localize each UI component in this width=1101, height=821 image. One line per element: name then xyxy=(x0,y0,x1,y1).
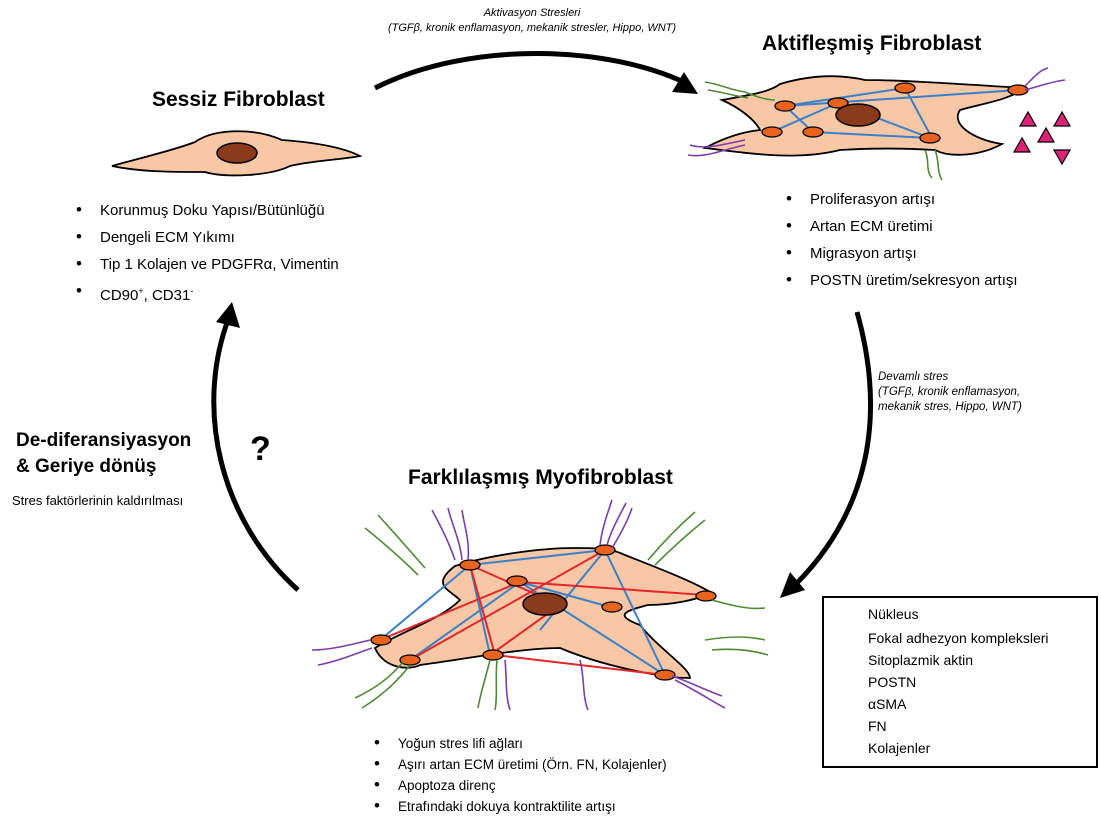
legend-label: Kolajenler xyxy=(868,740,930,756)
reversion-title: & Geriye dönüş xyxy=(16,456,156,478)
list-item: Apoptoza direnç xyxy=(370,775,667,796)
legend-label: FN xyxy=(868,718,887,734)
postn-triangles xyxy=(1014,112,1070,164)
sustained-stress-title: Devamlı stres xyxy=(878,370,948,384)
activated-fibroblast-title: Aktifleşmiş Fibroblast xyxy=(762,32,981,56)
sustained-stress-line2: mekanik stres, Hippo, WNT) xyxy=(878,400,1022,414)
legend-label: Fokal adhezyon kompleksleri xyxy=(868,630,1049,646)
myofibroblast-cell xyxy=(312,500,768,710)
legend: Nükleus Fokal adhezyon kompleksleri Sito… xyxy=(822,596,1098,768)
quiescent-features-list: Korunmuş Doku Yapısı/Bütünlüğü Dengeli E… xyxy=(72,197,339,309)
list-item: Tip 1 Kolajen ve PDGFRα, Vimentin xyxy=(72,251,339,278)
list-item: Dengeli ECM Yıkımı xyxy=(72,224,339,251)
list-item: Yoğun stres lifi ağları xyxy=(370,733,667,754)
list-item: Migrasyon artışı xyxy=(782,240,1018,267)
stress-removal-note: Stres faktörlerinin kaldırılması xyxy=(12,493,183,508)
cd31-superscript: - xyxy=(190,286,193,296)
list-item-markers: CD90+, CD31- xyxy=(72,278,339,309)
quiescent-fibroblast-title: Sessiz Fibroblast xyxy=(152,88,325,112)
myofibroblast-title: Farklılaşmış Myofibroblast xyxy=(408,466,673,490)
legend-label: Sitoplazmik aktin xyxy=(868,652,973,668)
activated-fibroblast-cell xyxy=(688,68,1070,180)
list-item: Korunmuş Doku Yapısı/Bütünlüğü xyxy=(72,197,339,224)
dedifferentiation-title: De-diferansiyasyon xyxy=(16,430,191,452)
activation-arrow xyxy=(375,53,698,94)
activation-stress-factors: (TGFβ, kronik enflamasyon, mekanik stres… xyxy=(352,21,712,35)
activation-stress-title: Aktivasyon Stresleri xyxy=(352,6,712,20)
sustained-stress-line1: (TGFβ, kronik enflamasyon, xyxy=(878,385,1020,399)
list-item: Proliferasyon artışı xyxy=(782,186,1018,213)
list-item: POSTN üretim/sekresyon artışı xyxy=(782,267,1018,294)
legend-label: Nükleus xyxy=(868,606,919,622)
question-mark: ? xyxy=(250,430,271,469)
cd31-label: , CD31 xyxy=(144,287,191,304)
list-item: Aşırı artan ECM üretimi (Örn. FN, Kolaje… xyxy=(370,754,667,775)
legend-label: POSTN xyxy=(868,674,916,690)
quiescent-fibroblast-cell xyxy=(112,131,360,175)
sustained-stress-arrow xyxy=(780,312,871,598)
activated-features-list: Proliferasyon artışı Artan ECM üretimi M… xyxy=(782,186,1018,294)
list-item: Artan ECM üretimi xyxy=(782,213,1018,240)
legend-label: αSMA xyxy=(868,696,906,712)
cd90-label: CD90 xyxy=(100,287,138,304)
myofibroblast-features-list: Yoğun stres lifi ağları Aşırı artan ECM … xyxy=(370,733,667,817)
nucleus xyxy=(217,143,257,163)
list-item: Etrafındaki dokuya kontraktilite artışı xyxy=(370,796,667,817)
